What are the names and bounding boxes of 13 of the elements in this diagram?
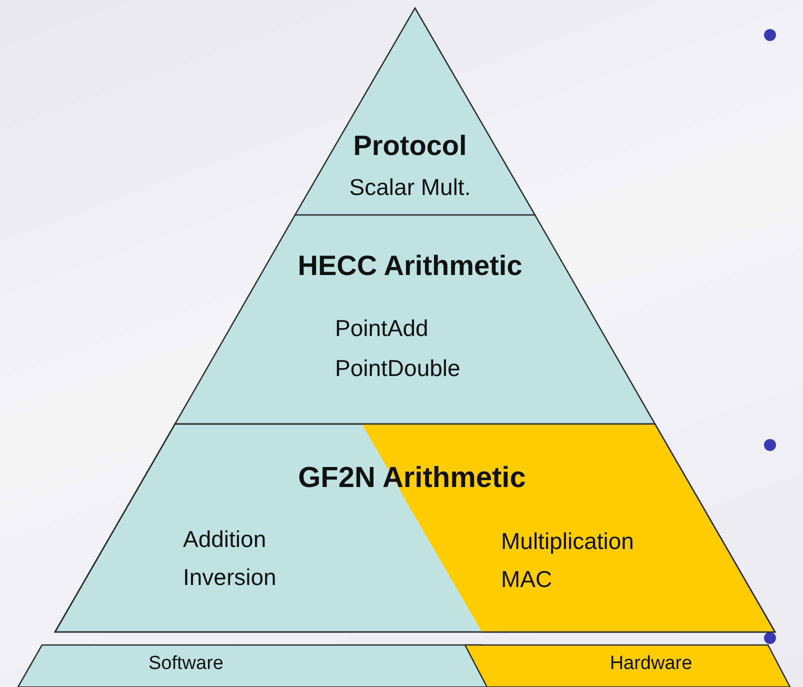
layer-text: Scalar Mult.	[349, 174, 471, 201]
layer-text: Addition Inversion	[183, 525, 278, 592]
pyramid-top-layer	[295, 8, 535, 215]
layer-heading: Protocol	[353, 130, 467, 162]
layer-text: Hardware	[610, 653, 692, 675]
layer-text: PointAdd PointDouble	[335, 314, 462, 383]
layer-heading: HECC Arithmetic	[298, 250, 522, 282]
layer-text: Software	[148, 653, 224, 675]
software-band	[18, 645, 488, 687]
hardware-band	[465, 645, 790, 687]
pyramid-middle-layer	[175, 215, 655, 424]
pyramid-base-layer	[55, 424, 775, 632]
layer-text: Multiplication MAC	[501, 527, 635, 594]
